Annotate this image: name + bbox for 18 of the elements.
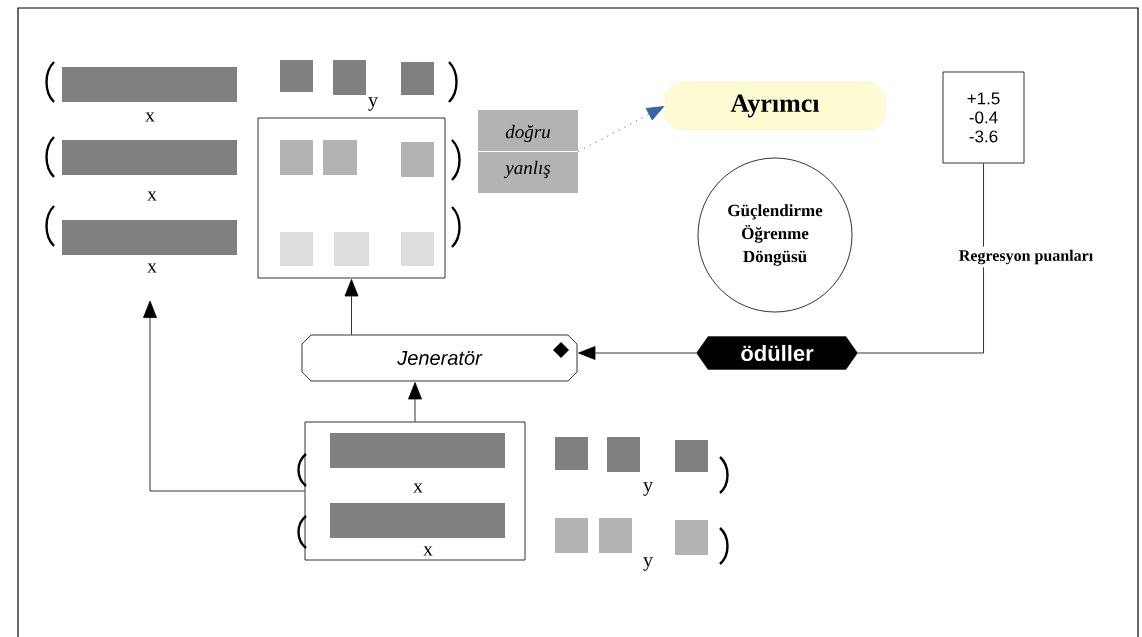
axis-letter: x (147, 191, 157, 201)
arrow (344, 279, 359, 335)
axis-letter: x (145, 112, 155, 122)
score-box: +1.5 -0.4 -3.6 (942, 71, 1025, 164)
axis-letter: x (413, 483, 423, 493)
data-box (304, 421, 526, 561)
axis-letter: x (147, 263, 157, 273)
arrow (578, 346, 697, 360)
arrow (577, 106, 665, 152)
axis-letter: y (643, 557, 653, 571)
arrow (408, 382, 422, 422)
axis-letter: x (423, 546, 433, 556)
arrow (143, 300, 305, 492)
hexagon-badge: ödüller (696, 336, 858, 370)
label-cell: doğru yanlış (478, 110, 578, 193)
edge-label: Regresyon puanları (955, 246, 1097, 268)
data-box (257, 117, 446, 279)
axis-letter: y (643, 482, 653, 496)
